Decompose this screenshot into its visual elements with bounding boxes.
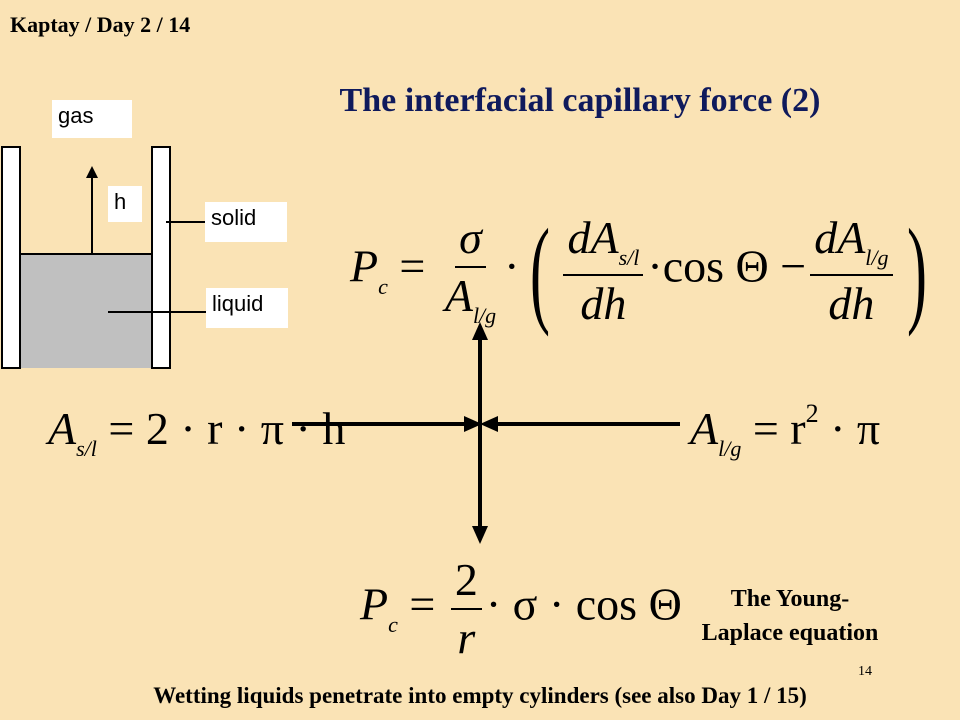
eq-cos-term: ·cos Θ −	[647, 240, 807, 292]
height-arrow-head	[86, 166, 98, 178]
gas-label: gas	[52, 100, 132, 138]
arrow-down-head	[472, 526, 488, 544]
two-over-r-fraction: 2 r	[450, 552, 482, 666]
slide-footer: Wetting liquids penetrate into empty cyl…	[153, 683, 807, 708]
arrow-left-head	[480, 416, 498, 432]
solid-label: solid	[205, 202, 287, 242]
young-laplace-caption: The Young- Laplace equation	[630, 582, 950, 650]
slide-title: The interfacial capillary force (2)	[339, 82, 821, 119]
sigma-fraction: σ Al/g	[444, 212, 497, 328]
slide-header: Kaptay / Day 2 / 14	[10, 12, 191, 37]
right-wall	[151, 146, 171, 369]
young-laplace-result-equation: Pc = 2 r · σ · cos Θ	[360, 552, 682, 666]
area-solid-liquid-equation: As/l = 2 · r · π · h	[48, 403, 346, 461]
caption-line-2: Laplace equation	[701, 620, 879, 646]
arrow-up-head	[472, 322, 488, 340]
eq-P: P	[350, 240, 379, 292]
eq-P-sub: c	[378, 273, 388, 299]
liquid-label: liquid	[206, 288, 288, 328]
arrow-right-head	[464, 416, 482, 432]
eq-equals: =	[399, 240, 426, 292]
eq-dot: ·	[504, 240, 520, 292]
h-label: h	[108, 186, 142, 222]
page-number: 14	[858, 664, 872, 679]
capillary-pressure-equation: Pc = σ Al/g ·( dAs/l dh ·cos Θ − dAl/g d…	[350, 204, 927, 337]
dAlg-fraction: dAl/g dh	[810, 210, 893, 332]
caption-line-1: The Young-	[730, 586, 850, 612]
dAsl-fraction: dAs/l dh	[563, 210, 644, 332]
area-liquid-gas-equation: Al/g = r2 · π	[690, 399, 881, 461]
left-wall	[1, 146, 21, 369]
